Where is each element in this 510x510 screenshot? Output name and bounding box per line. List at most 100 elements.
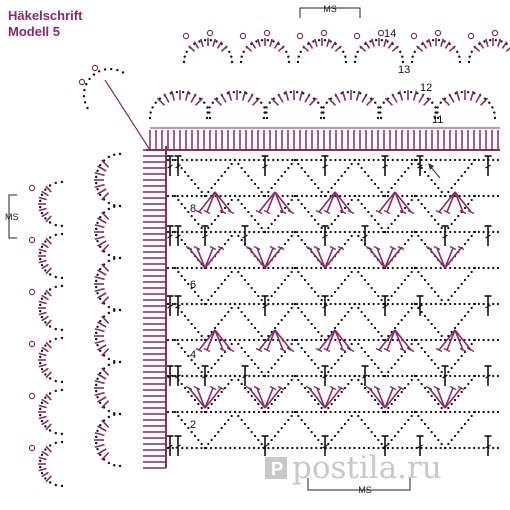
chain-stitch (54, 275, 58, 279)
chain-stitch (310, 158, 313, 162)
chain-stitch (219, 410, 222, 414)
chain-stitch (410, 302, 414, 306)
chain-stitch (358, 338, 361, 342)
chain-stitch (500, 40, 503, 43)
scallop-stitch (45, 393, 52, 401)
chain-stitch (430, 358, 433, 362)
fan-stitch (324, 247, 334, 269)
chain-stitch (247, 282, 250, 286)
chain-stitch (277, 358, 280, 362)
chain-stitch (463, 170, 467, 174)
chain-stitch (287, 60, 291, 64)
chain-stitch (473, 92, 476, 95)
scallop-stitch (334, 93, 341, 103)
chain-stitch (60, 380, 64, 384)
chain-stitch (40, 245, 44, 249)
chain-stitch (458, 230, 461, 234)
chain-stitch (86, 106, 89, 110)
chain-stitch (257, 438, 260, 442)
chain-stitch (208, 106, 211, 109)
chain-stitch (107, 207, 111, 211)
chain-stitch (362, 194, 366, 198)
chain-stitch (281, 410, 284, 414)
chain-stitch (372, 374, 375, 378)
chain-stitch (437, 186, 440, 190)
chain-stitch (200, 230, 203, 234)
scallop-stitch (391, 93, 398, 103)
chain-stitch (450, 294, 453, 298)
chain-stitch (333, 326, 337, 330)
chain-stitch (227, 274, 230, 278)
chain-stitch (430, 214, 433, 218)
chain-stitch (253, 218, 257, 222)
chain-stitch (305, 194, 308, 198)
chain-stitch (195, 158, 198, 162)
chain-stitch (39, 407, 42, 411)
chain-stitch (238, 338, 241, 342)
chain-stitch (429, 302, 433, 306)
scallop-stitch (341, 90, 347, 101)
chain-stitch (420, 158, 423, 162)
chain-stitch (303, 206, 307, 210)
chain-stitch (416, 92, 419, 95)
chain-stitch (339, 266, 342, 270)
chain-stitch (330, 222, 333, 226)
chain-stitch (329, 158, 332, 162)
chain-stitch (219, 194, 222, 198)
fan-stitch (428, 387, 446, 409)
dc-bar (417, 164, 423, 169)
chain-stitch (387, 370, 390, 374)
chain-stitch (252, 446, 256, 450)
chain-stitch (380, 298, 383, 302)
chain-stitch (257, 366, 260, 370)
chain-stitch (195, 266, 198, 270)
chain-stitch (281, 266, 284, 270)
dc-bar (262, 304, 268, 309)
chain-stitch (260, 334, 263, 338)
chain-stitch (440, 406, 443, 410)
chain-stitch (377, 338, 380, 342)
chain-stitch (253, 398, 257, 402)
chain-stitch (340, 174, 343, 178)
chain-stitch (82, 95, 86, 98)
chain-stitch (400, 426, 403, 430)
picot (410, 32, 418, 40)
scallop-stitch (421, 41, 428, 49)
chain-stitch (460, 318, 463, 322)
dc-bar (175, 304, 181, 309)
chain-stitch (310, 194, 313, 198)
chain-stitch (477, 410, 481, 414)
chain-stitch (313, 290, 317, 294)
chain-stitch (39, 303, 42, 307)
chain-stitch (343, 374, 347, 378)
fan-stitch (266, 329, 276, 351)
chain-stitch (240, 310, 243, 314)
chain-stitch (433, 218, 437, 222)
chain-stitch (213, 362, 217, 366)
chain-stitch (263, 111, 266, 114)
fan-stitch (274, 191, 292, 213)
scallop-stitch (101, 159, 110, 168)
chain-stitch (307, 390, 310, 394)
chain-stitch (339, 230, 342, 234)
chain-stitch (379, 106, 382, 109)
chain-stitch (450, 402, 453, 406)
dc-bar (442, 374, 448, 379)
chain-stitch (247, 174, 250, 178)
chain-stitch (200, 194, 203, 198)
chain-stitch (410, 198, 413, 202)
chain-stitch (94, 337, 98, 341)
chain-stitch (467, 202, 470, 206)
chain-stitch (44, 373, 47, 376)
scallop-stitch (45, 445, 52, 453)
fan-stitch (368, 387, 386, 409)
chain-stitch (268, 101, 271, 104)
chain-stitch (430, 178, 433, 182)
chain-stitch (281, 230, 284, 234)
fan-stitch (436, 247, 446, 269)
chain-stitch (44, 425, 47, 428)
chain-stitch (169, 92, 172, 95)
chain-stitch (468, 194, 471, 198)
chain-stitch (377, 222, 380, 226)
chain-stitch (313, 398, 317, 402)
